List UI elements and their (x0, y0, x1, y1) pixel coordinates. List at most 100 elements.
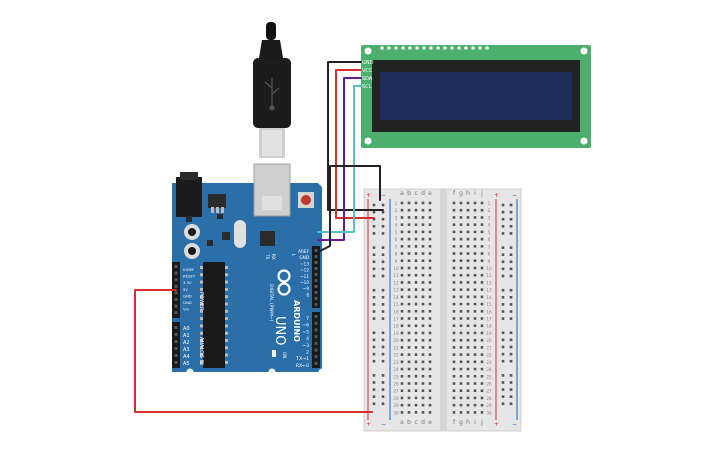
breadboard-hole[interactable] (466, 273, 470, 277)
rail-hole[interactable] (381, 246, 385, 249)
breadboard-hole[interactable] (473, 288, 477, 291)
rail-hole[interactable] (381, 217, 385, 221)
rail-hole[interactable] (372, 331, 376, 335)
breadboard-hole[interactable] (421, 201, 425, 205)
rail-hole[interactable] (381, 253, 385, 256)
wire-lcd-scl[interactable] (317, 85, 362, 233)
breadboard-hole[interactable] (407, 208, 411, 212)
rail-hole[interactable] (372, 374, 376, 377)
breadboard-hole[interactable] (466, 281, 470, 284)
breadboard-hole[interactable] (452, 266, 456, 270)
breadboard-hole[interactable] (473, 230, 477, 234)
breadboard-hole[interactable] (452, 382, 456, 385)
breadboard-hole[interactable] (459, 331, 463, 335)
breadboard-hole[interactable] (466, 411, 470, 414)
breadboard-hole[interactable] (480, 353, 484, 356)
breadboard-hole[interactable] (459, 216, 463, 219)
breadboard-hole[interactable] (414, 382, 418, 385)
breadboard-hole[interactable] (400, 302, 404, 306)
breadboard-hole[interactable] (421, 310, 425, 313)
breadboard-hole[interactable] (428, 237, 432, 241)
rail-hole[interactable] (509, 338, 513, 342)
rail-hole[interactable] (372, 303, 376, 306)
rail-hole[interactable] (381, 352, 385, 356)
breadboard-hole[interactable] (466, 201, 470, 205)
breadboard-hole[interactable] (466, 216, 470, 219)
breadboard-hole[interactable] (414, 302, 418, 306)
breadboard-hole[interactable] (473, 367, 477, 371)
breadboard-hole[interactable] (414, 353, 418, 356)
header-socket[interactable] (174, 278, 178, 282)
breadboard-hole[interactable] (480, 273, 484, 277)
breadboard-hole[interactable] (452, 208, 456, 212)
breadboard-hole[interactable] (459, 317, 463, 320)
rail-hole[interactable] (372, 253, 376, 256)
breadboard-hole[interactable] (473, 389, 477, 393)
breadboard-hole[interactable] (400, 201, 404, 205)
breadboard-hole[interactable] (421, 216, 425, 219)
breadboard-hole[interactable] (414, 360, 418, 364)
breadboard-hole[interactable] (421, 389, 425, 393)
rail-hole[interactable] (372, 317, 376, 320)
rail-hole[interactable] (372, 203, 376, 207)
breadboard-hole[interactable] (407, 295, 411, 299)
breadboard-hole[interactable] (400, 411, 404, 414)
breadboard-hole[interactable] (480, 245, 484, 248)
header-socket[interactable] (314, 249, 318, 252)
rail-hole[interactable] (381, 317, 385, 320)
breadboard-hole[interactable] (407, 302, 411, 306)
header-socket[interactable] (314, 328, 318, 332)
breadboard-hole[interactable] (414, 230, 418, 234)
rail-hole[interactable] (372, 210, 376, 214)
rail-hole[interactable] (381, 210, 385, 214)
breadboard-hole[interactable] (421, 230, 425, 234)
header-socket[interactable] (174, 326, 178, 329)
breadboard-hole[interactable] (421, 382, 425, 385)
breadboard-hole[interactable] (400, 367, 404, 371)
breadboard-hole[interactable] (480, 324, 484, 328)
header-socket[interactable] (314, 361, 318, 365)
breadboard-hole[interactable] (480, 302, 484, 306)
breadboard-hole[interactable] (400, 216, 404, 219)
breadboard-hole[interactable] (466, 353, 470, 356)
rail-hole[interactable] (509, 274, 513, 278)
rail-hole[interactable] (381, 338, 385, 342)
breadboard-hole[interactable] (414, 208, 418, 212)
rail-hole[interactable] (509, 345, 513, 349)
breadboard-hole[interactable] (452, 374, 456, 378)
rail-hole[interactable] (501, 317, 505, 320)
rail-hole[interactable] (381, 395, 385, 398)
breadboard-hole[interactable] (407, 245, 411, 248)
breadboard-hole[interactable] (473, 295, 477, 299)
header-socket[interactable] (174, 347, 178, 350)
header-socket[interactable] (314, 315, 318, 318)
rail-hole[interactable] (372, 381, 376, 384)
breadboard-hole[interactable] (452, 259, 456, 263)
breadboard-hole[interactable] (407, 403, 411, 407)
rail-hole[interactable] (501, 345, 505, 349)
breadboard-hole[interactable] (466, 245, 470, 248)
breadboard-hole[interactable] (414, 281, 418, 284)
breadboard-hole[interactable] (473, 281, 477, 284)
breadboard-hole[interactable] (421, 266, 425, 270)
breadboard-hole[interactable] (414, 338, 418, 342)
header-socket[interactable] (314, 255, 318, 258)
breadboard-hole[interactable] (473, 396, 477, 400)
breadboard-hole[interactable] (473, 273, 477, 277)
breadboard-hole[interactable] (421, 237, 425, 241)
breadboard-hole[interactable] (459, 338, 463, 342)
breadboard-hole[interactable] (414, 223, 418, 226)
header-socket[interactable] (314, 261, 318, 264)
breadboard-hole[interactable] (400, 208, 404, 212)
breadboard-hole[interactable] (421, 245, 425, 248)
breadboard-hole[interactable] (466, 208, 470, 212)
breadboard-hole[interactable] (466, 302, 470, 306)
rail-hole[interactable] (509, 303, 513, 306)
rail-hole[interactable] (372, 338, 376, 342)
breadboard-hole[interactable] (428, 396, 432, 400)
breadboard-hole[interactable] (400, 223, 404, 226)
rail-hole[interactable] (509, 217, 513, 221)
breadboard-hole[interactable] (400, 353, 404, 356)
header-socket[interactable] (314, 297, 318, 300)
breadboard-hole[interactable] (473, 346, 477, 349)
